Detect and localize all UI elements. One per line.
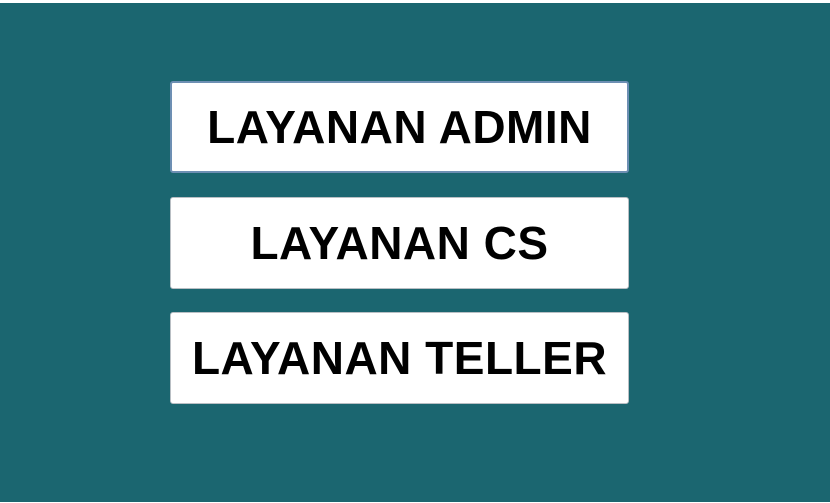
layanan-admin-button[interactable]: LAYANAN ADMIN <box>170 81 629 173</box>
layanan-teller-button[interactable]: LAYANAN TELLER <box>170 312 629 404</box>
app-window: LAYANAN ADMIN LAYANAN CS LAYANAN TELLER <box>0 3 830 502</box>
layanan-cs-button[interactable]: LAYANAN CS <box>170 197 629 289</box>
